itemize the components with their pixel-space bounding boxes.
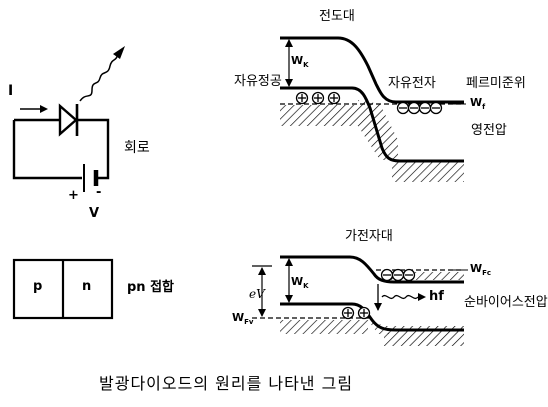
ev-dimension-marker	[258, 267, 266, 317]
free-electrons-label: 자유전자	[388, 76, 436, 91]
fb-wk-dimension-marker	[285, 258, 293, 303]
wk-label: WK	[291, 54, 309, 70]
circuit-label: 회로	[124, 140, 150, 156]
free-holes-label: 자유정공	[234, 74, 282, 89]
fb-hole-symbols	[341, 306, 371, 320]
fb-wk-label: WK	[291, 275, 309, 291]
fb-electron-symbols	[380, 268, 416, 282]
hole-symbols	[295, 91, 341, 105]
wfv-label: WFv	[232, 311, 254, 327]
conduction-band-edge	[280, 36, 464, 104]
pn-junction-label: pn 접합	[127, 280, 175, 295]
fb-valence-hatch-left	[280, 320, 368, 334]
led-circuit	[12, 118, 110, 180]
fb-valence-band-edge	[280, 302, 464, 332]
recombination-arrow	[374, 284, 426, 311]
p-region-label: p	[33, 279, 43, 294]
current-label: I	[8, 83, 14, 99]
circuit-wire	[12, 120, 82, 180]
forward-bias-band-diagram	[252, 255, 468, 346]
valence-hatch-right	[392, 160, 464, 182]
conduction-band-label: 전도대	[319, 9, 355, 24]
ev-label: eV	[249, 287, 265, 301]
fb-conduction-band-edge	[280, 255, 464, 284]
zero-bias-label: 영전압	[471, 123, 507, 138]
photon-energy-label: hf	[429, 289, 444, 304]
valence-band-edge	[280, 86, 464, 163]
pn-junction-box	[12, 258, 114, 320]
battery-plus-label: +	[68, 188, 79, 203]
current-arrow	[20, 105, 48, 113]
battery-minus-label: -	[96, 185, 102, 200]
valence-band-label: 가전자대	[345, 229, 393, 244]
wf-label: Wf	[470, 96, 486, 112]
voltage-label: V	[89, 206, 100, 221]
led-diode-symbol	[58, 103, 79, 137]
battery-symbol	[83, 164, 99, 192]
fermi-level-label: 페르미준위	[466, 76, 526, 91]
n-region-label: n	[82, 279, 92, 294]
emitted-light-wave	[79, 46, 125, 102]
figure-caption: 발광다이오드의 원리를 나타낸 그림	[99, 374, 354, 393]
circuit-wire	[78, 118, 110, 180]
wk-dimension-marker	[285, 39, 293, 87]
forward-bias-label: 순바이어스전압	[464, 295, 548, 310]
equilibrium-band-diagram	[280, 36, 466, 182]
wfc-label: WFc	[470, 262, 492, 278]
electron-symbols	[396, 101, 443, 115]
